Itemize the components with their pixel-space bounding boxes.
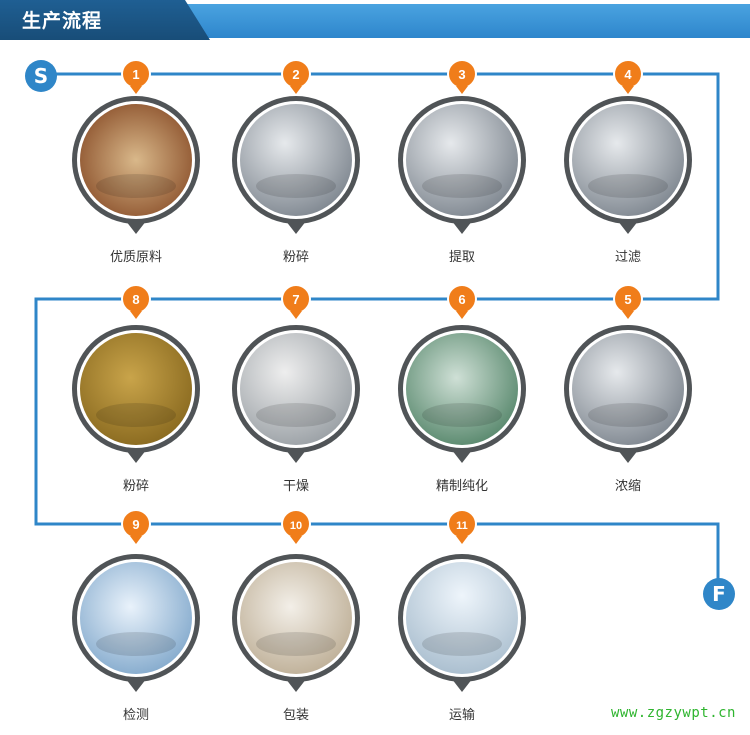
marker-arrow xyxy=(456,536,468,544)
grinder-photo xyxy=(240,104,352,216)
step-marker: 8 xyxy=(121,284,151,319)
step-pin xyxy=(232,554,360,692)
photo-shade xyxy=(256,174,336,198)
evaporator-photo xyxy=(572,333,684,445)
step-pin xyxy=(398,554,526,692)
start-badge: S xyxy=(25,60,57,92)
step-label: 提取 xyxy=(448,250,475,265)
step-number: 10 xyxy=(290,520,302,532)
filter-tank-photo xyxy=(572,104,684,216)
photo-shade xyxy=(422,403,502,427)
marker-arrow xyxy=(456,86,468,94)
step-label: 优质原料 xyxy=(109,250,162,265)
step-label: 精制纯化 xyxy=(435,479,488,494)
step-number: 6 xyxy=(458,292,465,307)
photo-shade xyxy=(256,632,336,656)
photo-shade xyxy=(96,632,176,656)
step-marker: 3 xyxy=(447,59,477,94)
step-number: 11 xyxy=(456,520,468,532)
photo-shade xyxy=(96,174,176,198)
header-tab xyxy=(0,0,210,40)
marker-arrow xyxy=(622,311,634,319)
watermark: www.zgzywpt.cn xyxy=(610,705,736,721)
step-marker: 11 xyxy=(447,509,477,544)
page-title: 生产流程 xyxy=(22,10,103,32)
step-marker: 1 xyxy=(121,59,151,94)
step-pin xyxy=(398,96,526,234)
step-pin xyxy=(564,96,692,234)
marker-arrow xyxy=(130,311,142,319)
step-marker: 2 xyxy=(281,59,311,94)
step-marker: 7 xyxy=(281,284,311,319)
flow-line xyxy=(34,72,720,594)
step-label: 包装 xyxy=(282,708,309,723)
purification-plant-photo xyxy=(406,333,518,445)
marker-arrow xyxy=(290,311,302,319)
photo-shade xyxy=(422,174,502,198)
step-pin xyxy=(72,96,200,234)
photo-shade xyxy=(96,403,176,427)
step-pin xyxy=(232,96,360,234)
dryer-photo xyxy=(240,333,352,445)
photo-shade xyxy=(256,403,336,427)
plane-truck-photo xyxy=(406,562,518,674)
step-marker: 10 xyxy=(281,509,311,544)
step-number: 1 xyxy=(132,67,139,82)
lab-test-photo xyxy=(80,562,192,674)
step-markers: 1 2 3 4 5 6 7 8 9 10 11 xyxy=(121,59,643,544)
extraction-tank-photo xyxy=(406,104,518,216)
step-label: 干燥 xyxy=(282,479,309,494)
step-number: 3 xyxy=(458,67,465,82)
step-marker: 5 xyxy=(613,284,643,319)
powder-dish-photo xyxy=(80,333,192,445)
step-label: 运输 xyxy=(448,708,475,723)
step-number: 4 xyxy=(624,67,632,82)
step-pin xyxy=(398,325,526,463)
step-marker: 6 xyxy=(447,284,477,319)
step-label: 检测 xyxy=(122,708,149,723)
step-label: 粉碎 xyxy=(282,250,309,265)
page-header: 生产流程 xyxy=(0,0,750,40)
step-pin xyxy=(232,325,360,463)
step-number: 7 xyxy=(292,292,299,307)
step-label: 过滤 xyxy=(614,250,641,265)
finish-badge: F xyxy=(703,578,735,610)
step-label: 浓缩 xyxy=(614,479,641,494)
step-marker: 4 xyxy=(613,59,643,94)
step-number: 9 xyxy=(132,517,139,532)
fiber-drum-photo xyxy=(240,562,352,674)
photo-shade xyxy=(588,403,668,427)
step-marker: 9 xyxy=(121,509,151,544)
photo-shade xyxy=(588,174,668,198)
herbs-photo xyxy=(80,104,192,216)
marker-arrow xyxy=(290,536,302,544)
step-number: 8 xyxy=(132,292,139,307)
marker-arrow xyxy=(456,311,468,319)
marker-arrow xyxy=(290,86,302,94)
step-number: 2 xyxy=(292,67,299,82)
step-pin xyxy=(72,554,200,692)
photo-shade xyxy=(422,632,502,656)
marker-arrow xyxy=(130,86,142,94)
step-icons xyxy=(72,96,692,692)
step-pin xyxy=(72,325,200,463)
step-pin xyxy=(564,325,692,463)
step-label: 粉碎 xyxy=(122,479,149,494)
marker-arrow xyxy=(622,86,634,94)
marker-arrow xyxy=(130,536,142,544)
step-number: 5 xyxy=(624,292,631,307)
